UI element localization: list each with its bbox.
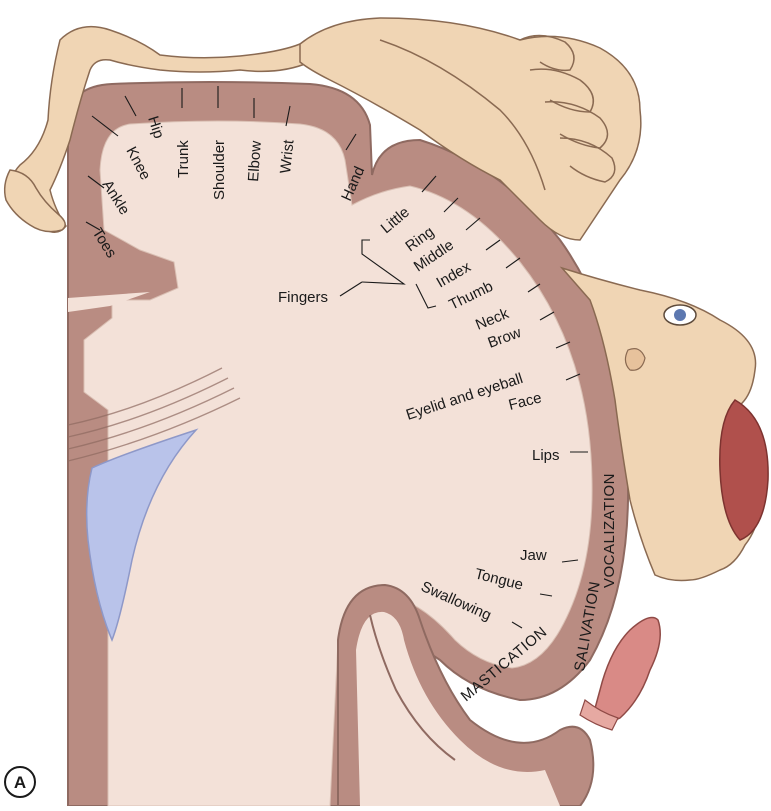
mouth-figure — [719, 399, 769, 541]
hand-figure — [299, 17, 642, 241]
label-vocalization: VOCALIZATION — [601, 473, 618, 588]
label-shoulder: Shoulder — [211, 140, 228, 200]
ear-figure — [624, 348, 646, 371]
sulcus-line — [369, 614, 456, 761]
label-lips: Lips — [532, 447, 560, 464]
iris-figure — [674, 309, 686, 321]
label-trunk: Trunk — [175, 140, 192, 178]
panel-label: A — [4, 766, 36, 798]
homunculus — [3, 17, 769, 731]
label-hip: Hip — [144, 114, 167, 141]
panel-label-text: A — [14, 773, 26, 792]
foot-figure — [3, 169, 66, 233]
brain-section — [67, 81, 630, 807]
label-jaw: Jaw — [520, 547, 547, 564]
finger-contours — [379, 34, 616, 191]
white-matter — [83, 120, 593, 807]
leader-lines — [85, 86, 588, 629]
label-fingers: Fingers — [278, 289, 328, 306]
fiber-tracts — [67, 367, 241, 462]
pharynx-figure — [579, 698, 619, 731]
label-wrist: Wrist — [277, 138, 298, 174]
lower-gyrus-core — [356, 611, 560, 806]
left-sulcus — [68, 292, 150, 312]
label-elbow: Elbow — [245, 140, 265, 182]
lateral-ventricle — [85, 428, 199, 642]
face-figure — [559, 266, 764, 582]
